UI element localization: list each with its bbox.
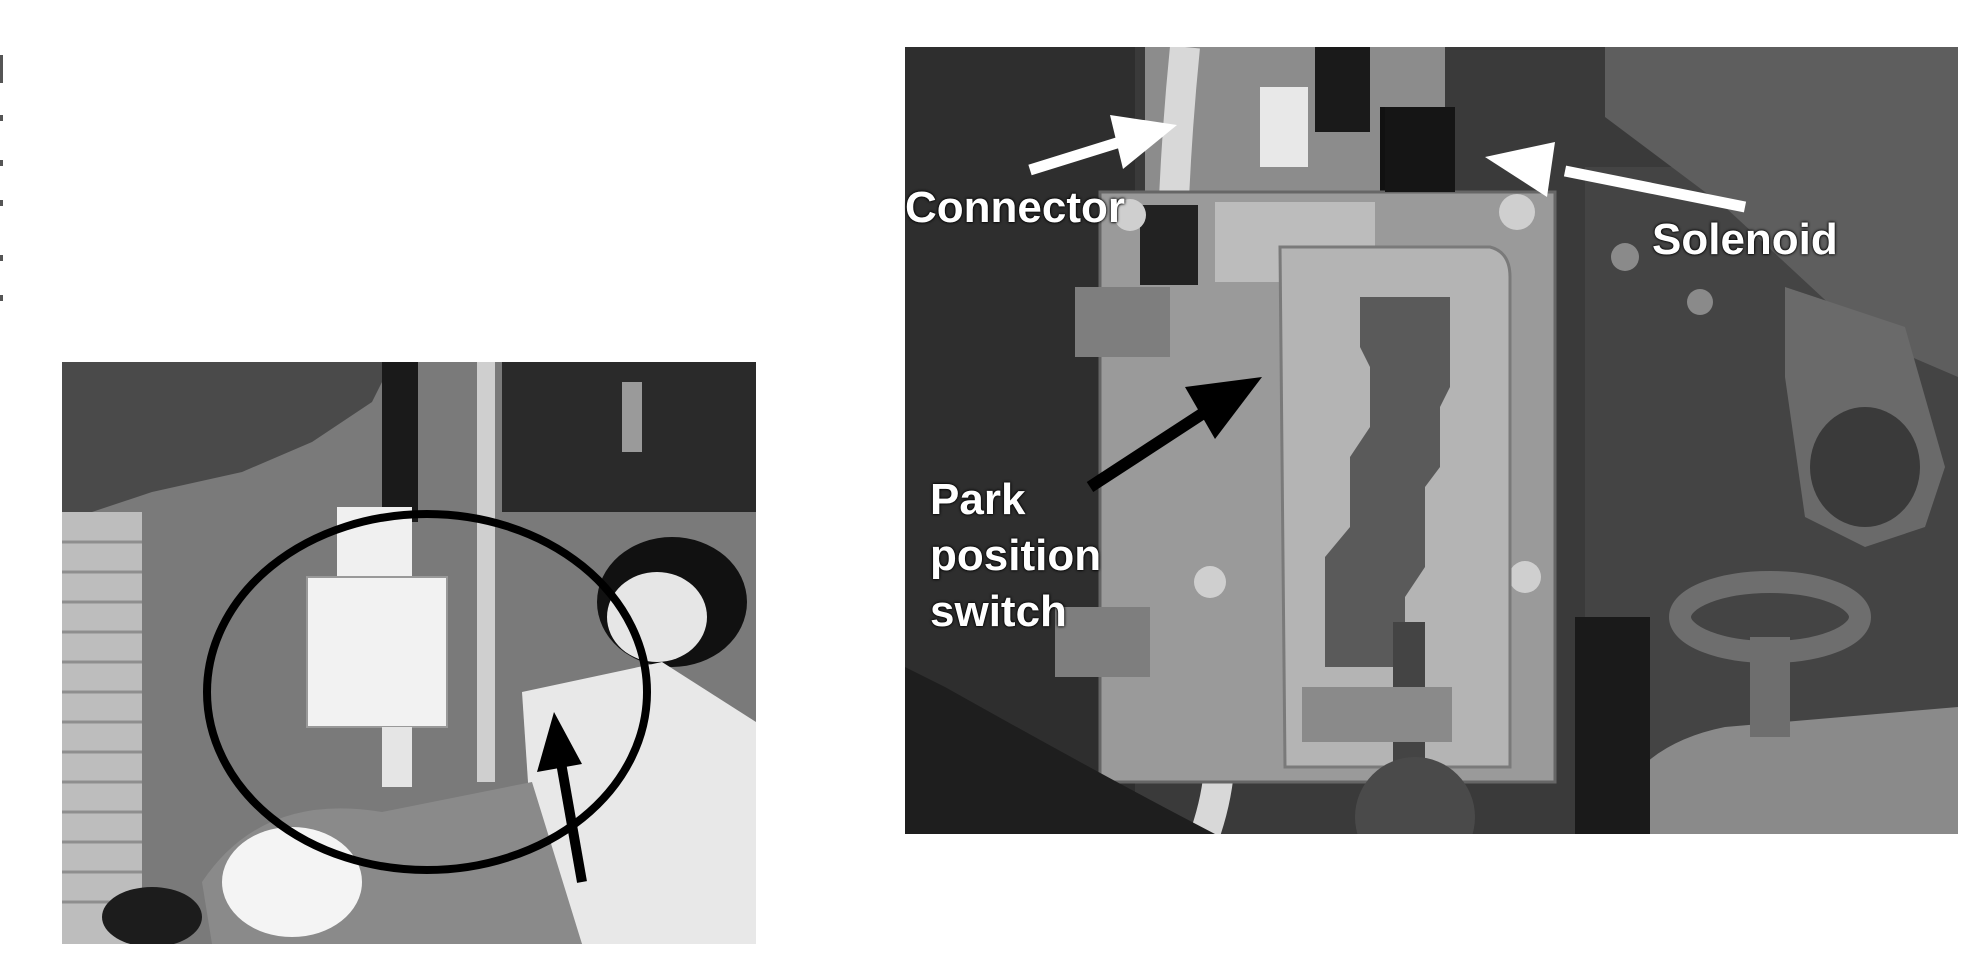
shift-lever-assembly-image [905,47,1958,834]
edge-mark [0,255,3,261]
callout-connector: Connector [905,183,1125,232]
edge-mark [0,55,3,83]
callout-solenoid: Solenoid [1652,215,1838,264]
edge-mark [0,160,3,166]
shift-lever-assembly-photo [905,47,1958,834]
edge-mark [0,200,3,206]
edge-mark [0,115,3,121]
connector-closeup-image [62,362,756,944]
callout-park-position-switch: Park position switch [930,475,1102,636]
connector-closeup-photo [62,362,756,944]
edge-mark [0,295,3,301]
